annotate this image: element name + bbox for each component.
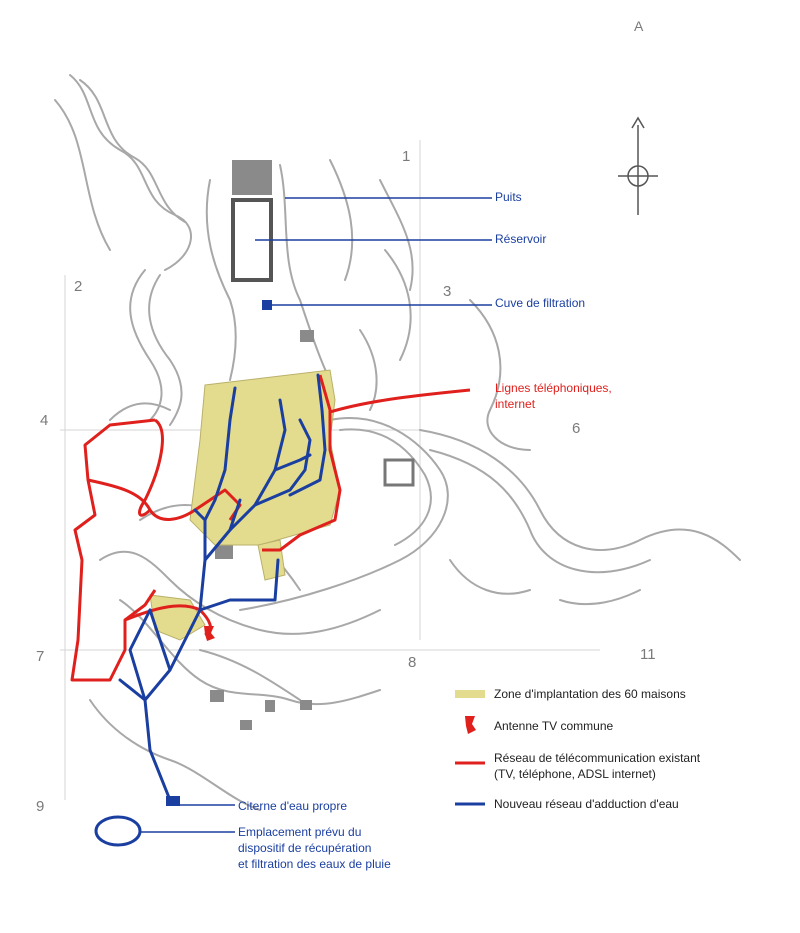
contour-line [379, 179, 414, 291]
tv-antenna-icon [465, 716, 476, 734]
water-line [198, 558, 280, 612]
grid-label: 4 [40, 412, 49, 429]
contour-line [69, 74, 192, 271]
north-arrow-compass-icon [618, 116, 658, 215]
contour-line [419, 429, 741, 561]
callout-rainwater-line: et filtration des eaux de pluie [238, 857, 391, 871]
callout-rainwater-line: dispositif de récupération [238, 841, 372, 855]
houses-zone-area [257, 539, 286, 581]
callout-clean-water-tank: Citerne d'eau propre [238, 799, 348, 813]
building [215, 545, 233, 559]
grid-label: 7 [36, 648, 45, 665]
building [300, 700, 312, 710]
callout-rainwater-line: Emplacement prévu du [238, 825, 362, 839]
water-line [253, 418, 312, 507]
road-line [205, 179, 237, 381]
contour-line [89, 699, 261, 811]
water-line [273, 453, 312, 472]
contour-line [449, 559, 531, 595]
grid-label: 6 [572, 420, 581, 437]
building [383, 458, 415, 487]
water-line [148, 608, 172, 672]
contour-line [559, 589, 641, 606]
road-line [99, 550, 381, 635]
water-line [288, 373, 327, 497]
road-line [339, 428, 432, 546]
road-line [199, 649, 301, 701]
grid-label: 9 [36, 798, 45, 815]
telecom-line [70, 418, 157, 682]
contour-line [79, 79, 186, 223]
callout-rainwater-system: Emplacement prévu du dispositif de récup… [238, 824, 391, 872]
legend-houses-zone: Zone d'implantation des 60 maisons [494, 687, 686, 701]
callout-phone-lines-line: Lignes téléphoniques, [495, 381, 612, 395]
callout-phone-lines-line: internet [495, 397, 536, 411]
callout-well: Puits [495, 190, 522, 204]
road-line [129, 269, 163, 421]
contour-line [329, 159, 354, 281]
grid-label: 11 [640, 646, 656, 663]
callout-phone-lines: Lignes téléphoniques, internet [495, 380, 612, 412]
grid-label: 1 [402, 148, 411, 165]
contour-line [109, 402, 171, 421]
telecom-line [138, 418, 164, 517]
building [265, 700, 275, 712]
contour-line [384, 249, 412, 361]
telecom-line [87, 478, 196, 521]
contour-line [359, 329, 378, 411]
callout-lines [94, 197, 492, 847]
compass-letter: A [634, 18, 644, 34]
contour-line [429, 449, 651, 574]
telecom-callout-line [329, 388, 471, 414]
contour-line [54, 99, 111, 251]
filtration-tank-marker [262, 300, 272, 310]
telecom-line [262, 374, 342, 552]
tv-antenna-icon [204, 626, 215, 641]
building [300, 330, 314, 342]
grid-label: 8 [408, 654, 417, 671]
building [240, 720, 252, 730]
legend-water-network: Nouveau réseau d'adduction d'eau [494, 797, 679, 811]
road-line [148, 274, 183, 426]
legend-tv-antenna: Antenne TV commune [494, 719, 614, 733]
legend-swatch-houses [455, 690, 485, 698]
legend-telecom-line: (TV, téléphone, ADSL internet) [494, 767, 656, 781]
road-line [239, 417, 449, 611]
legend-telecom-line: Réseau de télécommunication existant [494, 751, 701, 765]
reservoir-interior [240, 215, 262, 255]
grid-label: 3 [443, 283, 452, 300]
water-line [118, 678, 172, 802]
building [232, 160, 272, 195]
water-network [118, 300, 327, 806]
building [210, 690, 224, 702]
legend-swatches [455, 690, 485, 806]
callout-filtration-tank: Cuve de filtration [495, 296, 586, 310]
callout-reservoir: Réservoir [495, 232, 547, 246]
legend-telecom-network: Réseau de télécommunication existant (TV… [494, 750, 700, 782]
contour-line [469, 299, 531, 451]
road-line [279, 164, 331, 381]
houses-zone-area [189, 369, 341, 546]
water-line [128, 608, 152, 702]
clean-water-tank-marker [166, 796, 180, 806]
rainwater-system-location [94, 815, 142, 847]
water-line [203, 386, 237, 522]
grid-label: 2 [74, 278, 83, 295]
